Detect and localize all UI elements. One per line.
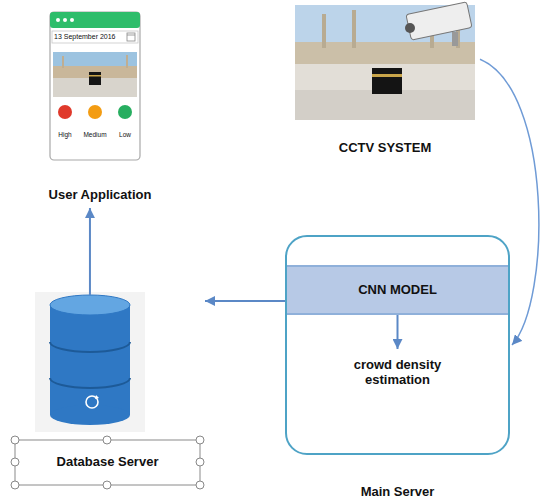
user-application: 13 September 2016HighMediumLowUser Appli… — [40, 10, 160, 208]
node-title: Database Server — [20, 455, 195, 470]
database-cylinder — [35, 292, 145, 432]
kaaba-photo — [53, 52, 137, 97]
selection-frame — [11, 436, 204, 489]
node-title: User Application — [40, 188, 160, 203]
window-dot — [70, 18, 74, 22]
phone-body — [50, 12, 140, 160]
low-indicator — [118, 105, 132, 119]
cnn-model-band: CNN MODEL — [287, 265, 508, 315]
window-dot — [63, 18, 67, 22]
window-dot — [56, 18, 60, 22]
high-indicator — [58, 105, 72, 119]
arrow-connector — [89, 208, 91, 295]
medium-indicator — [88, 105, 102, 119]
node-title: Main Server — [287, 485, 508, 500]
cctv-camera — [405, 2, 472, 46]
main-server-box: Main ServerCNN MODELcrowd density estima… — [285, 235, 510, 455]
level-label: High — [50, 131, 80, 138]
band-title: CNN MODEL — [291, 283, 504, 298]
level-label: Medium — [80, 131, 110, 138]
estimation-step: crowd density estimation — [322, 349, 473, 397]
date-bar — [52, 31, 138, 43]
arrow-connector — [205, 300, 285, 302]
node-title: CCTV SYSTEM — [290, 141, 480, 156]
arrow-connector — [397, 315, 399, 349]
database-server: Database Server — [10, 295, 205, 490]
calendar-icon — [127, 33, 135, 41]
cctv-system: CCTV SYSTEM — [290, 5, 480, 160]
phone-header — [50, 12, 140, 28]
step-text: crowd density estimation — [324, 358, 471, 388]
level-label: Low — [110, 131, 140, 138]
date-text: 13 September 2016 — [54, 33, 126, 41]
